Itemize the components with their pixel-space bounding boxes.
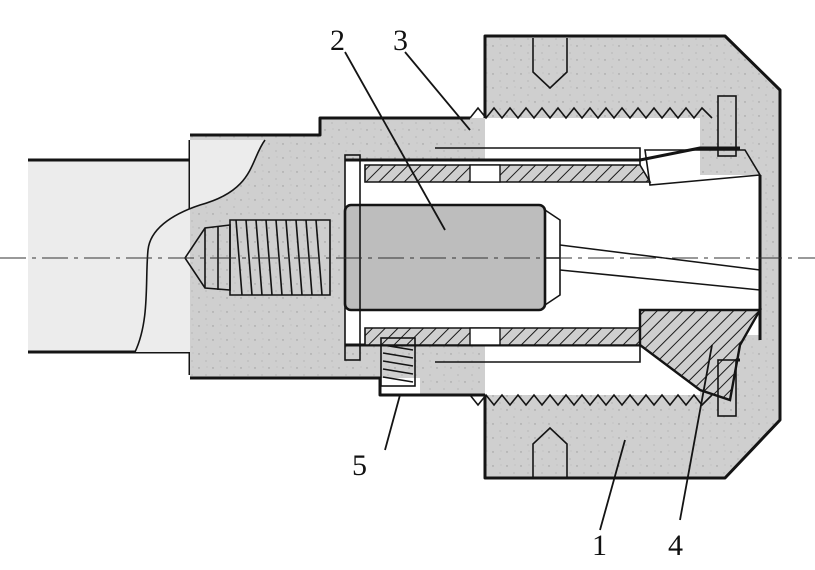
set-screw <box>380 337 416 387</box>
callout-1: 1 <box>592 529 607 562</box>
leader-lines <box>344 51 713 531</box>
callout-5: 5 <box>352 449 367 482</box>
leader-5 <box>384 394 401 451</box>
leader-1 <box>599 439 626 531</box>
leader-3 <box>404 51 471 131</box>
callout-3: 3 <box>393 24 408 57</box>
callout-labels: 2 3 5 1 4 <box>330 24 683 562</box>
threaded-stud <box>184 219 331 296</box>
leader-2 <box>344 51 446 231</box>
leader-4 <box>679 344 713 521</box>
thread-top <box>469 106 713 120</box>
thread-bottom <box>469 393 713 407</box>
callout-4: 4 <box>668 529 683 562</box>
callout-2: 2 <box>330 24 345 57</box>
